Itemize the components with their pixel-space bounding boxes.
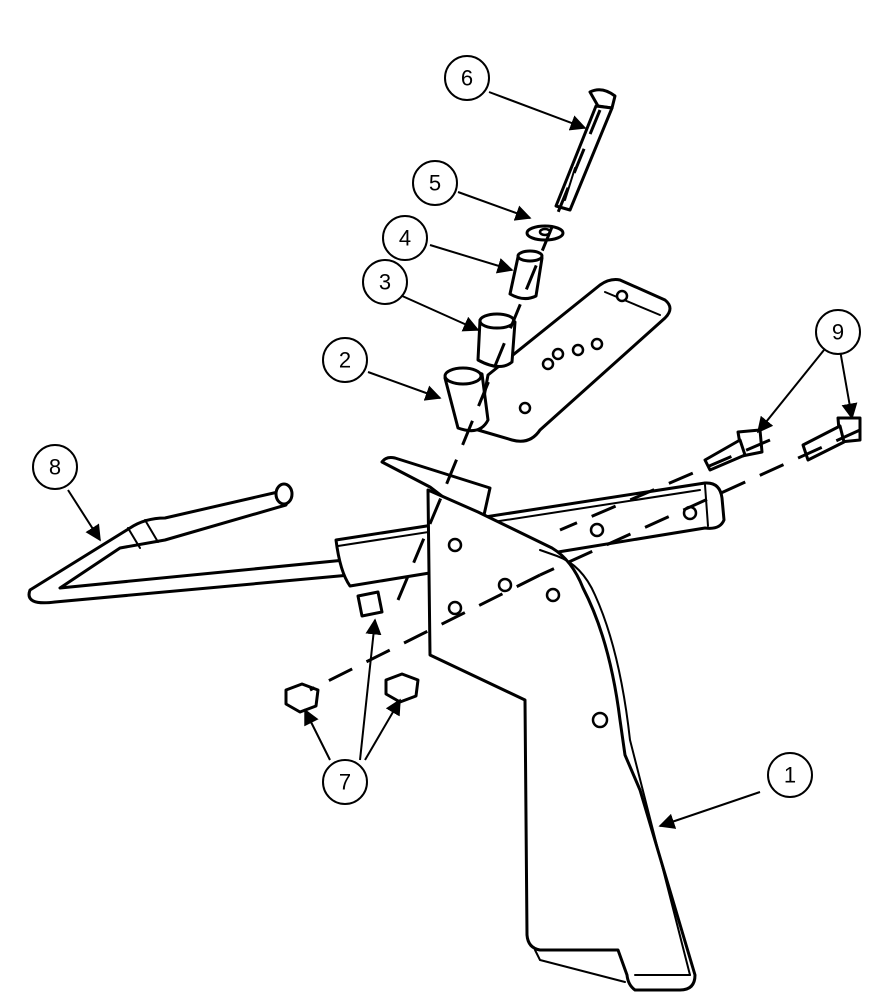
part-1-bracket (380, 456, 697, 992)
part-7-nut-left (284, 682, 320, 714)
svg-text:4: 4 (399, 226, 411, 251)
callout-6: 6 (444, 55, 490, 101)
part-7-nut-top (356, 590, 384, 618)
svg-text:3: 3 (379, 270, 391, 295)
part-4-bushing (508, 249, 544, 301)
svg-text:9: 9 (832, 320, 844, 345)
svg-text:2: 2 (339, 348, 351, 373)
callout-7: 7 (322, 759, 368, 805)
assembly-axes (309, 109, 861, 692)
part-6-bolt (554, 88, 617, 212)
part-9-bolt-right (801, 416, 862, 462)
callout-5: 5 (412, 160, 458, 206)
svg-text:5: 5 (429, 171, 441, 196)
svg-text:6: 6 (461, 66, 473, 91)
leader-lines (67, 91, 858, 829)
svg-text:8: 8 (49, 455, 61, 480)
callout-2: 2 (322, 337, 368, 383)
part-3-spacer (476, 312, 517, 368)
callout-1: 1 (767, 752, 813, 798)
callout-9: 9 (815, 309, 861, 355)
svg-text:7: 7 (339, 770, 351, 795)
part-7-nut-right (384, 672, 420, 704)
svg-text:1: 1 (784, 763, 796, 788)
callout-4: 4 (382, 215, 428, 261)
part-2-pivot-plate (443, 278, 672, 443)
part-5-washer (525, 224, 565, 242)
part-8-handle-bar (27, 482, 352, 605)
callout-8: 8 (32, 444, 78, 490)
callout-3: 3 (362, 259, 408, 305)
